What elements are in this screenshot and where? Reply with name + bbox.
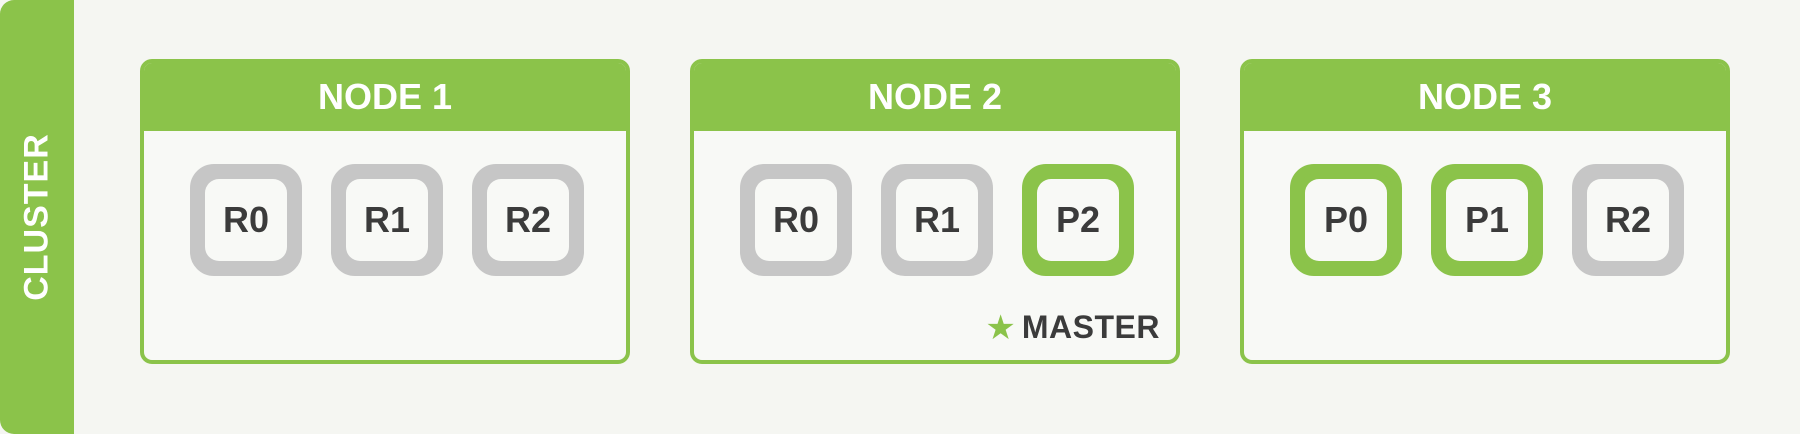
shard-label: R1 [896,179,978,261]
shard-list: R0 R1 R2 [190,164,584,276]
shard-label: R2 [1587,179,1669,261]
shard-label: P1 [1446,179,1528,261]
replica-shard: R0 [740,164,852,276]
master-label: MASTER [1021,309,1160,345]
master-indicator: ★ MASTER [985,309,1160,346]
shard-label: P0 [1305,179,1387,261]
primary-shard: P1 [1431,164,1543,276]
node-2: NODE 2 R0 R1 P2 ★ MASTER [690,59,1180,364]
shard-label: R1 [346,179,428,261]
shard-list: R0 R1 P2 [740,164,1134,276]
node-1: NODE 1 R0 R1 R2 [140,59,630,364]
node-title: NODE 3 [1244,63,1726,131]
shard-label: R0 [755,179,837,261]
node-3: NODE 3 P0 P1 R2 [1240,59,1730,364]
replica-shard: R1 [331,164,443,276]
primary-shard: P2 [1022,164,1134,276]
cluster-bar: CLUSTER [0,0,74,434]
node-title: NODE 1 [144,63,626,131]
star-icon: ★ [985,308,1016,347]
shard-label: R2 [487,179,569,261]
cluster-label: CLUSTER [17,133,56,301]
node-title: NODE 2 [694,63,1176,131]
replica-shard: R0 [190,164,302,276]
shard-list: P0 P1 R2 [1290,164,1684,276]
replica-shard: R2 [472,164,584,276]
shard-label: R0 [205,179,287,261]
shard-label: P2 [1037,179,1119,261]
replica-shard: R2 [1572,164,1684,276]
replica-shard: R1 [881,164,993,276]
primary-shard: P0 [1290,164,1402,276]
